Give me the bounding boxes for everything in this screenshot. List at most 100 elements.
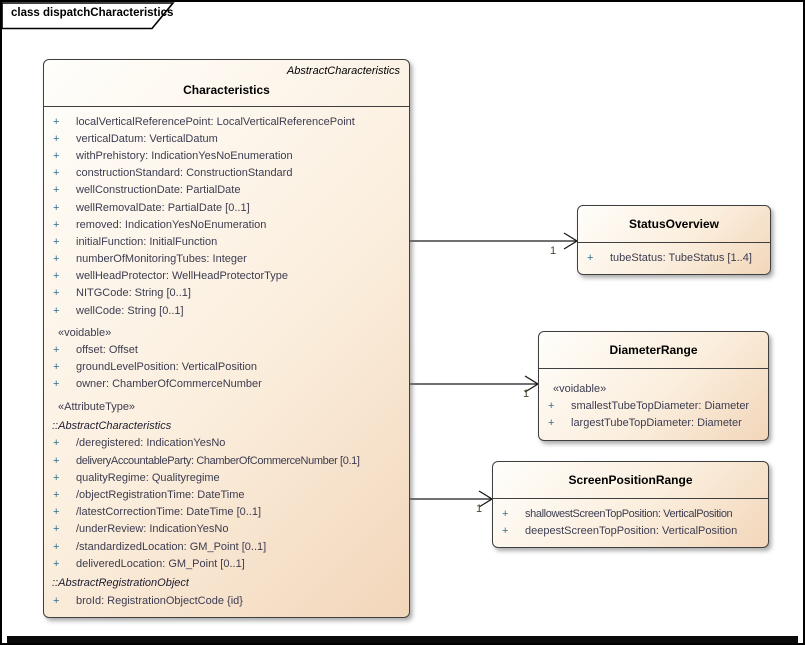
member-text: qualityRegime: Qualityregime (76, 471, 220, 484)
class-member-row: + wellConstructionDate: PartialDate (44, 182, 406, 199)
class-member-row: + deliveryAccountableParty: ChamberOfCom… (44, 452, 406, 469)
class-name: StatusOverview (628, 217, 720, 231)
class-box-characteristics: AbstractCharacteristics Characteristics … (43, 59, 410, 619)
visibility-plus-sign: + (53, 557, 60, 570)
multiplicity-label: 1 (476, 503, 483, 515)
member-text: shallowestScreenTopPosition: VerticalPos… (525, 507, 733, 520)
member-text: /standardizedLocation: GM_Point [0..1] (76, 540, 267, 553)
member-text: ::AbstractCharacteristics (52, 420, 172, 433)
member-text: /latestCorrectionTime: DateTime [0..1] (76, 506, 262, 519)
class-member-row: + groundLevelPosition: VerticalPosition (44, 359, 406, 376)
class-member-row: + offset: Offset (44, 341, 406, 358)
member-text: localVerticalReferencePoint: LocalVertic… (76, 115, 355, 128)
visibility-plus-sign: + (53, 218, 60, 231)
member-text: removed: IndicationYesNoEnumeration (76, 218, 267, 231)
class-member-row: + wellRemovalDate: PartialDate [0..1] (44, 199, 406, 216)
visibility-plus-sign: + (53, 523, 60, 536)
visibility-plus-sign: + (53, 270, 60, 283)
visibility-plus-sign: + (53, 287, 60, 300)
visibility-plus-sign: + (53, 378, 60, 391)
member-text: constructionStandard: ConstructionStanda… (76, 167, 293, 180)
class-members: + localVerticalReferencePoint: LocalVert… (44, 107, 409, 617)
class-member-row: + withPrehistory: IndicationYesNoEnumera… (44, 147, 406, 164)
class-header: ScreenPositionRange (493, 462, 768, 499)
member-text: wellConstructionDate: PartialDate (76, 184, 241, 197)
member-text: initialFunction: InitialFunction (76, 235, 218, 248)
class-member-row: + qualityRegime: Qualityregime (44, 469, 406, 486)
visibility-plus-sign: + (53, 344, 60, 357)
visibility-plus-sign: + (53, 149, 60, 162)
class-member-row: + largestTubeTopDiameter: Diameter (539, 414, 765, 431)
member-text: /objectRegistrationTime: DateTime (76, 489, 245, 502)
bottom-window-edge (7, 636, 798, 643)
class-member-row: + constructionStandard: ConstructionStan… (44, 165, 406, 182)
class-member-row: + wellHeadProtector: WellHeadProtectorTy… (44, 268, 406, 285)
class-stereotype: AbstractCharacteristics (286, 65, 400, 77)
member-text: deepestScreenTopPosition: VerticalPositi… (525, 524, 738, 537)
visibility-plus-sign: + (53, 235, 60, 248)
class-member-row: + /deregistered: IndicationYesNo (44, 435, 406, 452)
class-member-row: «voidable» (539, 380, 765, 397)
class-member-row: «voidable» (44, 324, 406, 341)
member-text: groundLevelPosition: VerticalPosition (76, 361, 258, 374)
visibility-plus-sign: + (53, 304, 60, 317)
class-member-row: + wellCode: String [0..1] (44, 302, 406, 319)
class-member-row: + initialFunction: InitialFunction (44, 233, 406, 250)
visibility-plus-sign: + (53, 471, 60, 484)
visibility-plus-sign: + (53, 184, 60, 197)
member-text: NITGCode: String [0..1] (76, 287, 191, 300)
member-text: deliveryAccountableParty: ChamberOfComme… (76, 454, 360, 467)
member-text: /deregistered: IndicationYesNo (76, 437, 226, 450)
class-member-row: + NITGCode: String [0..1] (44, 285, 406, 302)
visibility-plus-sign: + (53, 253, 60, 266)
class-member-row: + /objectRegistrationTime: DateTime (44, 486, 406, 503)
member-text: deliveredLocation: GM_Point [0..1] (76, 557, 245, 570)
class-members: + tubeStatus: TubeStatus [1..4] (578, 243, 770, 274)
visibility-plus-sign: + (53, 454, 60, 467)
class-member-row: + numberOfMonitoringTubes: Integer (44, 251, 406, 268)
class-member-row: + /latestCorrectionTime: DateTime [0..1] (44, 504, 406, 521)
class-member-row: + tubeStatus: TubeStatus [1..4] (578, 249, 767, 266)
visibility-plus-sign: + (53, 506, 60, 519)
member-text: «voidable» (553, 382, 607, 395)
class-member-row: + deepestScreenTopPosition: VerticalPosi… (493, 522, 765, 539)
class-member-row: ::AbstractCharacteristics (44, 418, 406, 435)
member-text: wellCode: String [0..1] (76, 304, 184, 317)
multiplicity-label: 1 (550, 245, 557, 257)
member-text: ::AbstractRegistrationObject (52, 577, 189, 590)
member-text: largestTubeTopDiameter: Diameter (571, 416, 742, 429)
member-text: owner: ChamberOfCommerceNumber (76, 378, 262, 391)
class-member-row: + deliveredLocation: GM_Point [0..1] (44, 555, 406, 572)
class-member-row: + owner: ChamberOfCommerceNumber (44, 376, 406, 393)
visibility-plus-sign: + (587, 251, 594, 264)
member-text: offset: Offset (76, 344, 138, 357)
visibility-plus-sign: + (53, 594, 60, 607)
visibility-plus-sign: + (53, 489, 60, 502)
member-text: verticalDatum: VerticalDatum (76, 132, 218, 145)
visibility-plus-sign: + (53, 201, 60, 214)
class-box-statusoverview: StatusOverview + tubeStatus: TubeStatus … (577, 205, 771, 276)
class-members: «voidable» + smallestTubeTopDiameter: Di… (539, 369, 768, 440)
class-members: + shallowestScreenTopPosition: VerticalP… (493, 499, 768, 547)
class-member-row: + verticalDatum: VerticalDatum (44, 130, 406, 147)
member-text: /underReview: IndicationYesNo (76, 523, 229, 536)
member-text: withPrehistory: IndicationYesNoEnumerati… (76, 149, 293, 162)
visibility-plus-sign: + (548, 416, 555, 429)
class-member-row: + /standardizedLocation: GM_Point [0..1] (44, 538, 406, 555)
visibility-plus-sign: + (53, 437, 60, 450)
visibility-plus-sign: + (53, 115, 60, 128)
visibility-plus-sign: + (53, 167, 60, 180)
frame-tab-shape (2, 2, 175, 30)
class-member-row: + removed: IndicationYesNoEnumeration (44, 216, 406, 233)
member-text: tubeStatus: TubeStatus [1..4] (610, 251, 752, 264)
class-member-row: ::AbstractRegistrationObject (44, 575, 406, 592)
open-arrowhead-icon (563, 232, 579, 250)
class-member-row: + shallowestScreenTopPosition: VerticalP… (493, 505, 765, 522)
class-box-diameterrange: DiameterRange «voidable» + smallestTubeT… (538, 331, 769, 441)
class-box-screenpositionrange: ScreenPositionRange + shallowestScreenTo… (492, 461, 769, 549)
class-name: Characteristics (183, 83, 270, 97)
multiplicity-label: 1 (523, 388, 530, 400)
frame-title: class dispatchCharacteristics (11, 7, 174, 19)
visibility-plus-sign: + (53, 132, 60, 145)
